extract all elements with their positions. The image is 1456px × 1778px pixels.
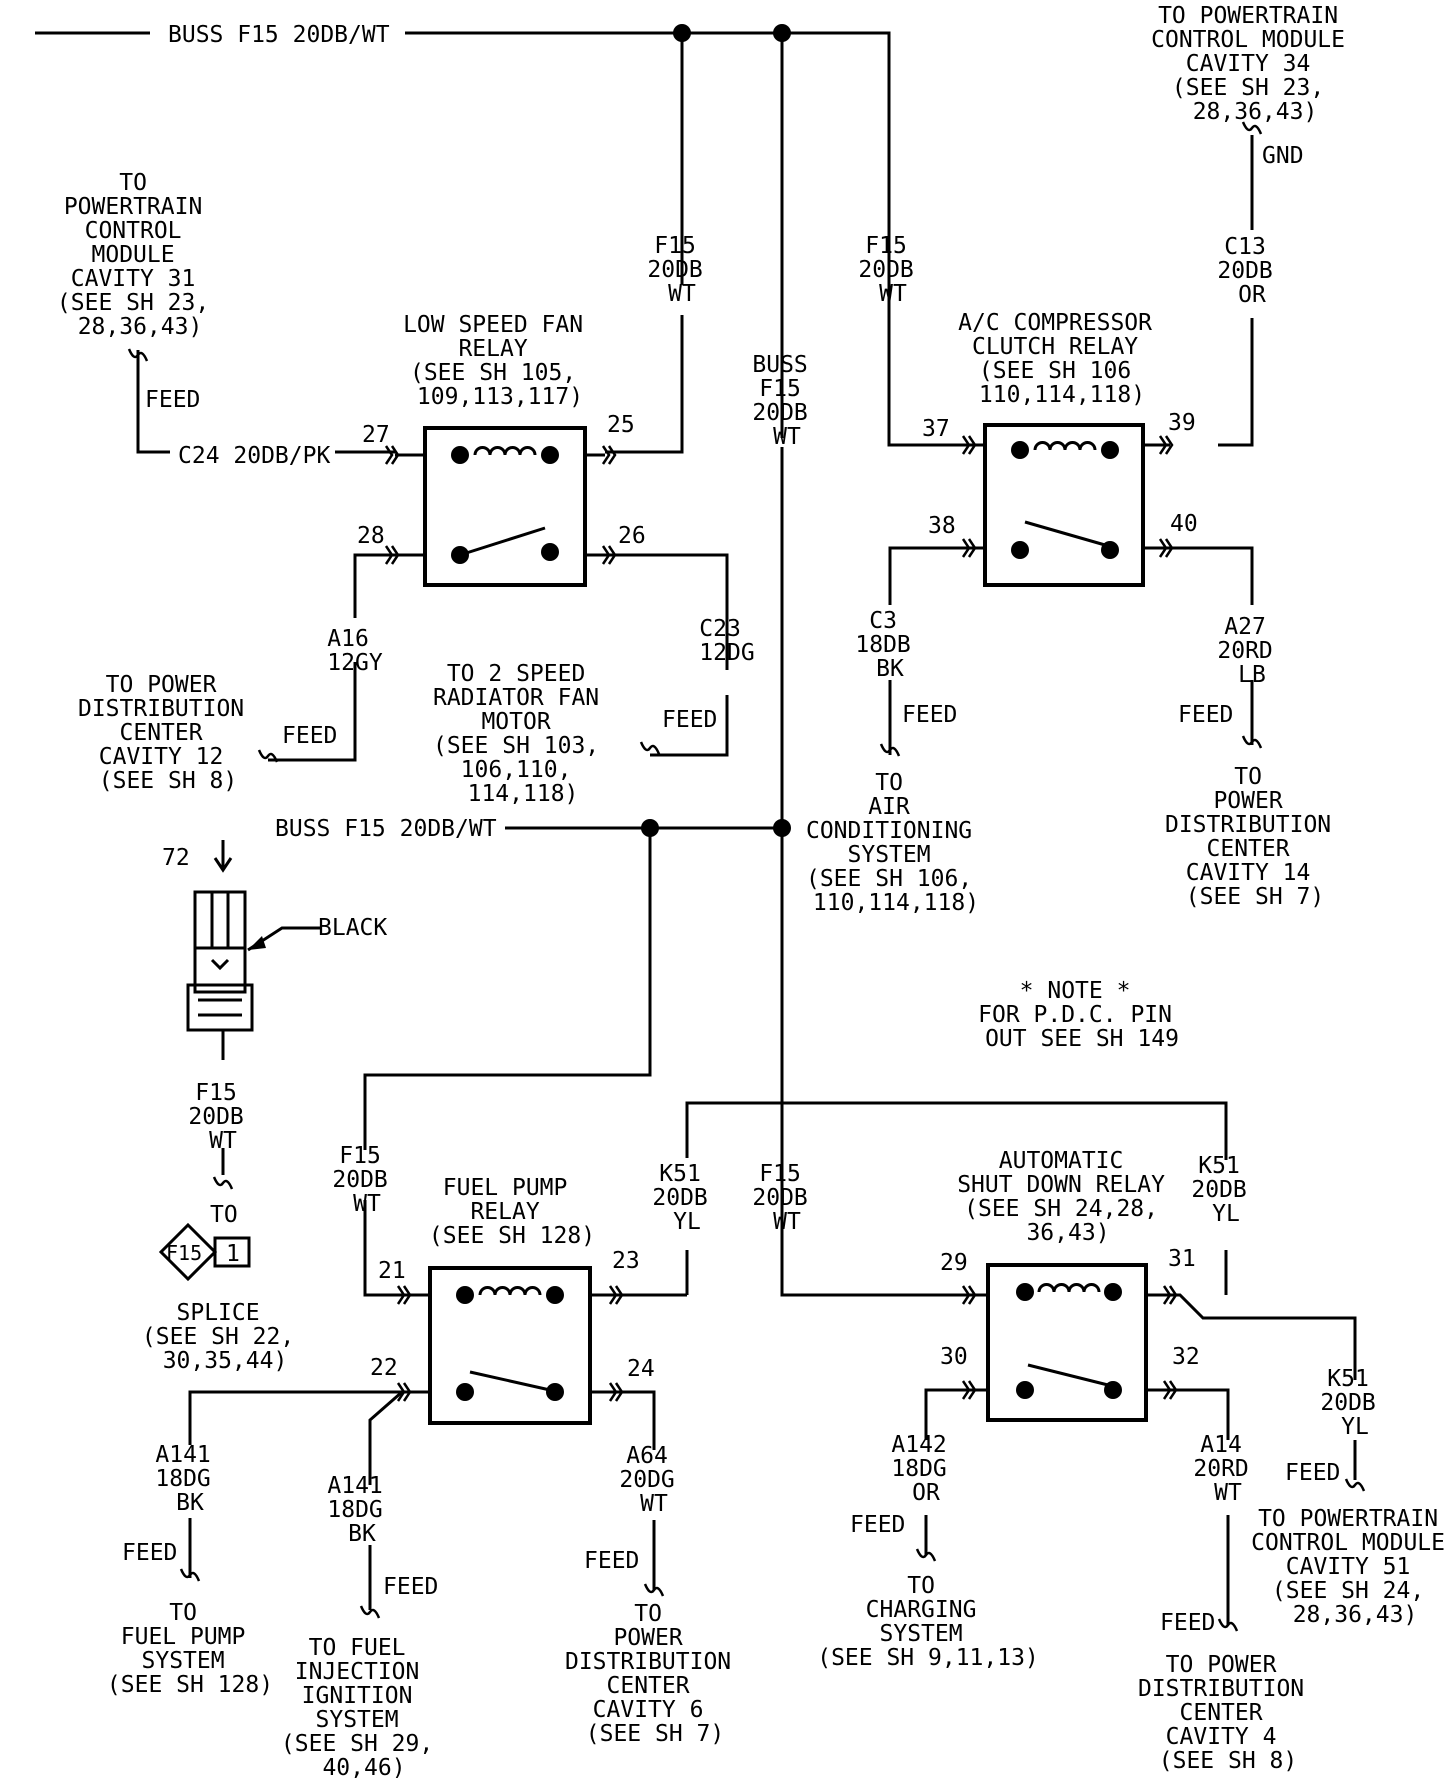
junction-dot bbox=[773, 24, 791, 42]
junction-dots bbox=[641, 24, 791, 837]
low-speed-fan-relay-title: LOW SPEED FAN RELAY (SEE SH 105, 109,113… bbox=[403, 312, 597, 410]
wire-c13-label: C13 20DB OR bbox=[1217, 234, 1286, 308]
splice-f15 bbox=[158, 1222, 251, 1282]
pcm-cavity-31-label: TO POWERTRAIN CONTROL MODULE CAVITY 31 (… bbox=[57, 170, 223, 340]
fuel-pump-relay bbox=[396, 1266, 624, 1425]
top-buss-label: BUSS F15 20DB/WT bbox=[168, 22, 390, 48]
to-label: TO bbox=[210, 1202, 238, 1228]
note-label: * NOTE * FOR P.D.C. PIN OUT SEE SH 149 bbox=[978, 978, 1186, 1052]
pin-21: 21 bbox=[378, 1258, 406, 1284]
wire-f15-label: F15 20DB WT bbox=[332, 1143, 401, 1217]
fuel-injection-label: TO FUEL INJECTION IGNITION SYSTEM (SEE S… bbox=[281, 1635, 447, 1778]
splice-id: F15 bbox=[166, 1241, 202, 1265]
pdc-cavity-4-label: TO POWER DISTRIBUTION CENTER CAVITY 4 (S… bbox=[1138, 1652, 1318, 1774]
pcm-cavity-34-label: TO POWERTRAIN CONTROL MODULE CAVITY 34 (… bbox=[1151, 3, 1359, 125]
pcm-cavity-51-label: TO POWERTRAIN CONTROL MODULE CAVITY 51 (… bbox=[1251, 1506, 1456, 1628]
gnd-label: GND bbox=[1262, 143, 1304, 169]
feed-label: FEED bbox=[584, 1548, 639, 1574]
wire-a27-label: A27 20RD LB bbox=[1217, 614, 1286, 688]
junction-dot bbox=[673, 24, 691, 42]
pin-30: 30 bbox=[940, 1344, 968, 1370]
ac-compressor-clutch-relay bbox=[961, 423, 1174, 587]
connector-pin-72: 72 bbox=[162, 845, 190, 871]
wire-k51-label: K51 20DB YL bbox=[1191, 1153, 1260, 1227]
pin-39: 39 bbox=[1168, 410, 1196, 436]
automatic-shut-down-relay bbox=[961, 1263, 1178, 1422]
wire-a64-label: A64 20DG WT bbox=[619, 1443, 688, 1517]
junction-dot bbox=[641, 819, 659, 837]
feed-terminals bbox=[127, 120, 1366, 1633]
wire-k51-label: K51 20DB YL bbox=[652, 1161, 721, 1235]
feed-label: FEED bbox=[122, 1540, 177, 1566]
feed-label: FEED bbox=[145, 387, 200, 413]
low-speed-fan-relay bbox=[384, 426, 617, 587]
wire-f15-label: F15 20DB WT bbox=[858, 233, 927, 307]
wire-f15-label: F15 20DB WT bbox=[647, 233, 716, 307]
connector-72 bbox=[186, 857, 320, 1032]
wire-a16-label: A16 12GY bbox=[327, 626, 383, 676]
wire-a141-label: A141 18DG BK bbox=[327, 1473, 396, 1547]
feed-label: FEED bbox=[383, 1574, 438, 1600]
wire-c24-label: C24 20DB/PK bbox=[178, 443, 330, 469]
wire-f15-label: F15 20DB WT bbox=[752, 1161, 821, 1235]
radiator-fan-motor-label: TO 2 SPEED RADIATOR FAN MOTOR (SEE SH 10… bbox=[433, 661, 613, 807]
pin-26: 26 bbox=[618, 523, 646, 549]
feed-label: FEED bbox=[850, 1512, 905, 1538]
wires bbox=[35, 31, 1357, 1625]
feed-label: FEED bbox=[1285, 1460, 1340, 1486]
pin-22: 22 bbox=[370, 1355, 398, 1381]
wire-c3-label: C3 18DB BK bbox=[855, 608, 924, 682]
asd-relay-title: AUTOMATIC SHUT DOWN RELAY (SEE SH 24,28,… bbox=[957, 1148, 1179, 1246]
pin-38: 38 bbox=[928, 513, 956, 539]
connector-color-label: BLACK bbox=[318, 915, 387, 941]
splice-number: 1 bbox=[226, 1241, 240, 1267]
pin-25: 25 bbox=[607, 412, 635, 438]
pin-32: 32 bbox=[1172, 1344, 1200, 1370]
wire-a141-label: A141 18DG BK bbox=[155, 1442, 224, 1516]
feed-label: FEED bbox=[282, 723, 337, 749]
buss-vertical-label: BUSS F15 20DB WT bbox=[752, 352, 821, 450]
pin-37: 37 bbox=[922, 416, 950, 442]
splice-label: SPLICE (SEE SH 22, 30,35,44) bbox=[142, 1300, 308, 1374]
wire-c23-label: C23 12DG bbox=[699, 616, 754, 666]
fuel-pump-relay-title: FUEL PUMP RELAY (SEE SH 128) bbox=[429, 1175, 595, 1249]
fuel-pump-system-label: TO FUEL PUMP SYSTEM (SEE SH 128) bbox=[107, 1600, 273, 1698]
ac-system-label: TO AIR CONDITIONING SYSTEM (SEE SH 106, … bbox=[806, 770, 986, 916]
wire-a142-label: A142 18DG OR bbox=[891, 1432, 960, 1506]
pin-28: 28 bbox=[357, 523, 385, 549]
wire-a14-label: A14 20RD WT bbox=[1193, 1432, 1262, 1506]
pin-29: 29 bbox=[940, 1250, 968, 1276]
pin-27: 27 bbox=[362, 422, 390, 448]
junction-dot bbox=[773, 819, 791, 837]
pdc-cavity-12-label: TO POWER DISTRIBUTION CENTER CAVITY 12 (… bbox=[78, 672, 258, 794]
charging-system-label: TO CHARGING SYSTEM (SEE SH 9,11,13) bbox=[817, 1573, 1039, 1671]
wire-f15-label: F15 20DB WT bbox=[188, 1080, 257, 1154]
pin-23: 23 bbox=[612, 1248, 640, 1274]
pin-31: 31 bbox=[1168, 1246, 1196, 1272]
pdc-cavity-14-label: TO POWER DISTRIBUTION CENTER CAVITY 14 (… bbox=[1165, 764, 1345, 910]
wire-k51-label: K51 20DB YL bbox=[1320, 1366, 1389, 1440]
pdc-cavity-6-label: TO POWER DISTRIBUTION CENTER CAVITY 6 (S… bbox=[565, 1601, 745, 1747]
feed-label: FEED bbox=[662, 707, 717, 733]
pin-40: 40 bbox=[1170, 511, 1198, 537]
feed-label: FEED bbox=[1178, 702, 1233, 728]
ac-relay-title: A/C COMPRESSOR CLUTCH RELAY (SEE SH 106 … bbox=[958, 310, 1166, 408]
mid-buss-label: BUSS F15 20DB/WT bbox=[275, 816, 497, 842]
pin-24: 24 bbox=[627, 1356, 655, 1382]
feed-label: FEED bbox=[902, 702, 957, 728]
feed-label: FEED bbox=[1160, 1610, 1215, 1636]
